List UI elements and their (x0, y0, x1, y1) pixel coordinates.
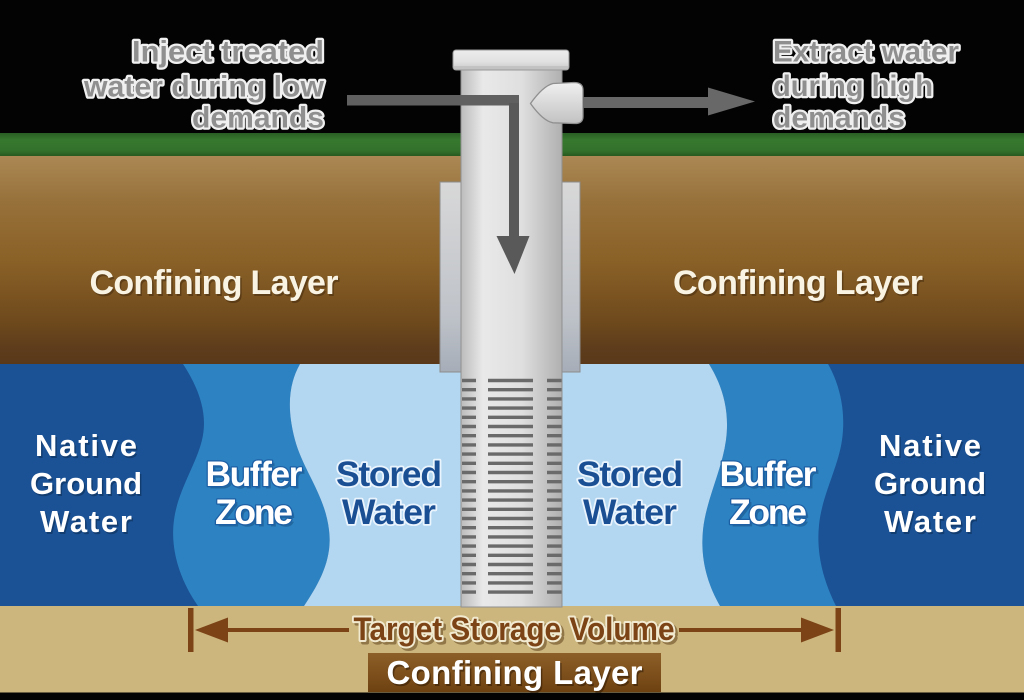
svg-text:Water: Water (583, 492, 677, 532)
svg-text:Confining Layer: Confining Layer (675, 266, 925, 304)
svg-text:Water: Water (884, 504, 976, 539)
svg-text:Confining Layer: Confining Layer (387, 654, 643, 691)
svg-text:Confining Layer: Confining Layer (91, 266, 340, 304)
svg-text:Confining Layer: Confining Layer (673, 264, 923, 302)
svg-text:Zone: Zone (732, 495, 810, 535)
svg-text:Buffer: Buffer (208, 457, 305, 497)
svg-text:Native: Native (37, 430, 139, 465)
svg-text:demands: demands (773, 102, 905, 135)
svg-text:during high: during high (773, 70, 933, 103)
svg-text:Buffer: Buffer (720, 454, 817, 494)
svg-text:Confining Layer: Confining Layer (388, 656, 644, 693)
svg-text:Water: Water (40, 504, 132, 539)
svg-text:Water: Water (886, 506, 978, 541)
svg-text:Ground: Ground (32, 468, 144, 503)
svg-text:Water: Water (342, 492, 436, 532)
svg-text:Ground: Ground (30, 466, 142, 501)
svg-text:Native: Native (35, 428, 137, 463)
svg-text:Buffer: Buffer (206, 454, 303, 494)
svg-text:Stored: Stored (577, 454, 683, 494)
svg-text:Zone: Zone (729, 492, 807, 532)
svg-text:Native: Native (879, 428, 981, 463)
svg-text:Inject treated: Inject treated (132, 36, 324, 69)
svg-text:Ground: Ground (876, 468, 988, 503)
svg-text:demands: demands (192, 102, 324, 135)
svg-text:Extract water: Extract water (773, 36, 959, 69)
svg-text:water during low: water during low (83, 71, 325, 104)
svg-text:Ground: Ground (874, 466, 986, 501)
svg-text:Target Storage Volume: Target Storage Volume (356, 614, 677, 650)
svg-text:Native: Native (881, 430, 983, 465)
svg-text:Water: Water (42, 506, 134, 541)
svg-text:Target Storage Volume: Target Storage Volume (354, 611, 675, 647)
svg-text:Confining Layer: Confining Layer (90, 264, 339, 302)
svg-text:Zone: Zone (215, 492, 293, 532)
svg-text:Stored: Stored (336, 454, 442, 494)
svg-text:Buffer: Buffer (722, 457, 819, 497)
svg-text:Zone: Zone (218, 495, 296, 535)
